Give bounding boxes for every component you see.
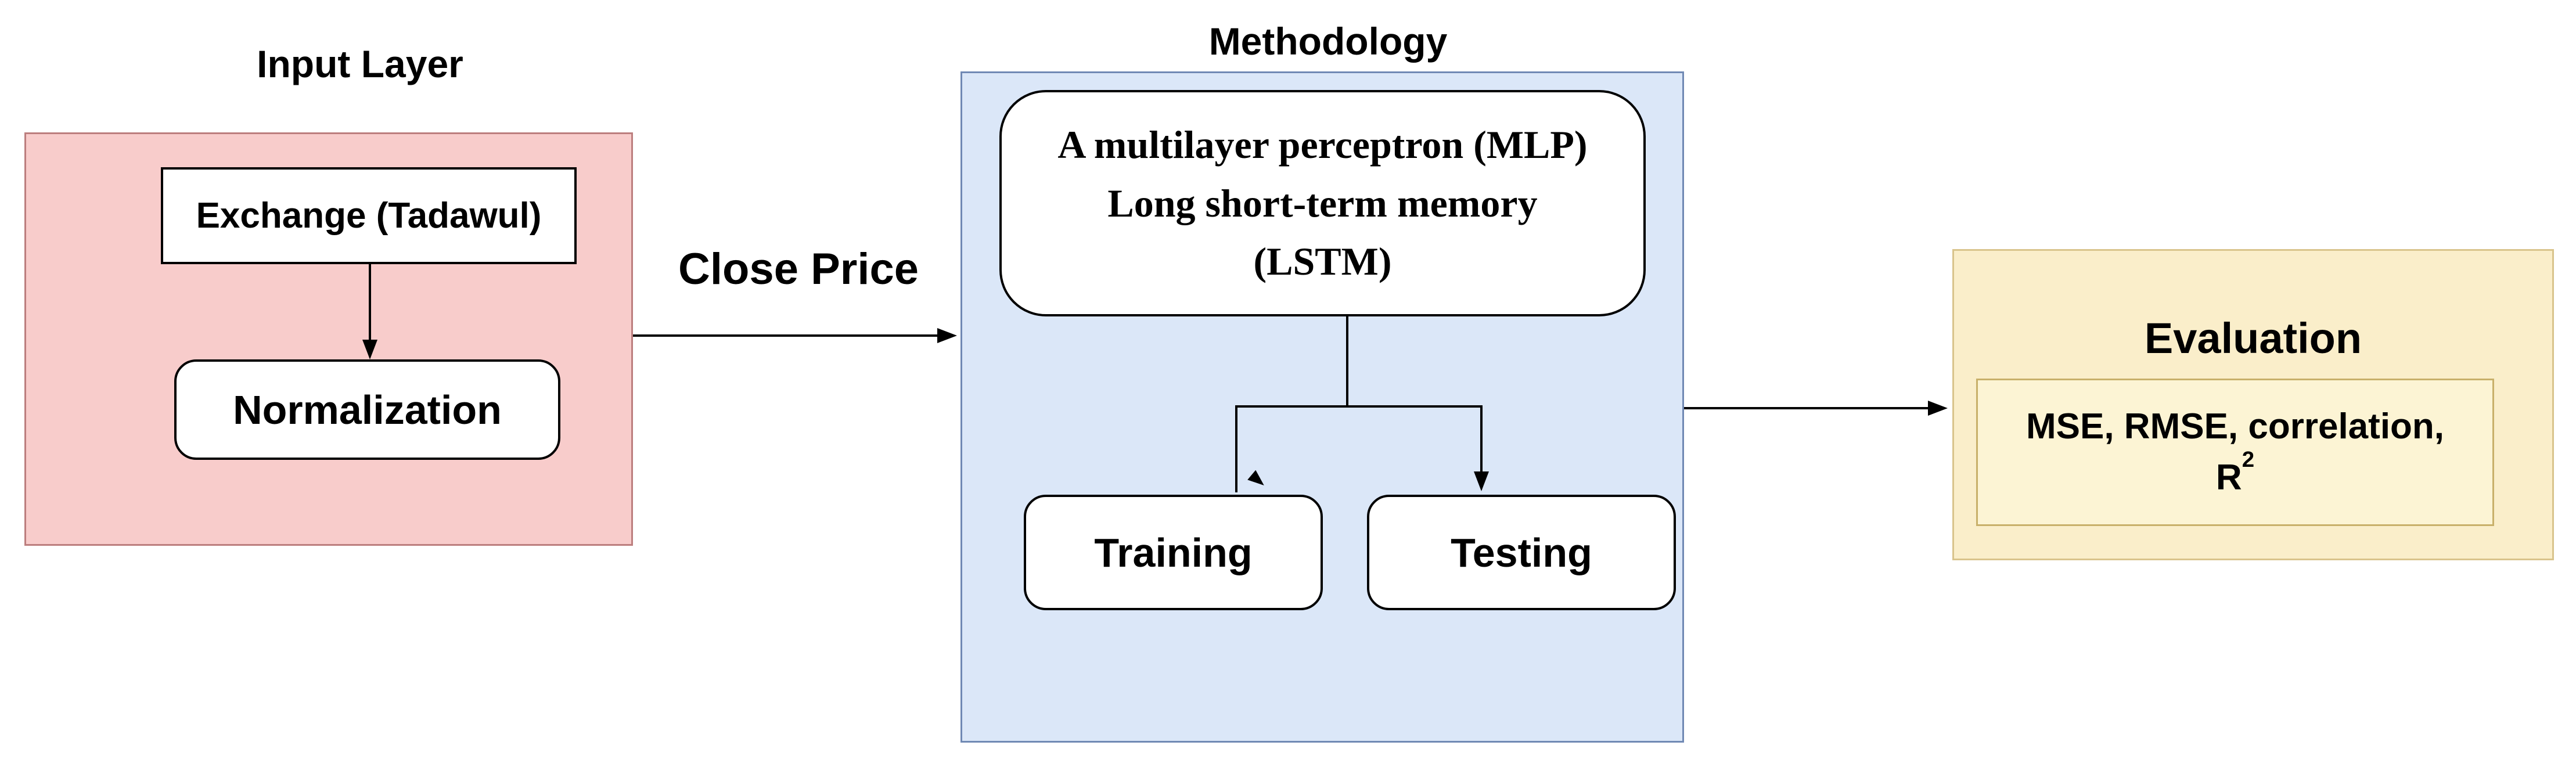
metrics-r-base: R — [2215, 458, 2242, 498]
arrowhead-down-icon — [362, 340, 377, 359]
metrics-line1: MSE, RMSE, correlation, — [2025, 406, 2445, 446]
testing-branch-line — [1480, 405, 1483, 473]
arrowhead-right-icon — [937, 328, 957, 343]
arrowhead-right-icon — [1928, 401, 1948, 416]
evaluation-title: Evaluation — [2144, 314, 2362, 362]
exchange-node: Exchange (Tadawul) — [161, 167, 577, 264]
testing-label: Testing — [1451, 530, 1592, 575]
exchange-label: Exchange (Tadawul) — [196, 196, 542, 236]
normalization-node: Normalization — [174, 359, 560, 460]
input-layer-title: Input Layer — [257, 42, 463, 85]
exchange-to-normalization-line — [369, 264, 371, 343]
methodology-title: Methodology — [1208, 20, 1448, 63]
metrics-node: MSE, RMSE, correlation, R2 — [1976, 379, 2494, 526]
model-line2: Long short-term memory — [1107, 181, 1538, 225]
methodology-to-evaluation-line — [1684, 407, 1930, 409]
metrics-line2: R2 — [2026, 447, 2444, 503]
model-node: A multilayer perceptron (MLP) Long short… — [999, 90, 1646, 316]
model-stem-line — [1346, 315, 1348, 408]
close-price-label: Close Price — [678, 244, 919, 294]
arrowhead-down-icon — [1474, 471, 1489, 491]
training-branch-line — [1235, 405, 1237, 492]
metrics-r-superscript: 2 — [2242, 447, 2255, 473]
split-connector-line — [1235, 405, 1483, 408]
testing-node: Testing — [1367, 495, 1676, 610]
close-price-line — [633, 334, 940, 337]
normalization-label: Normalization — [233, 387, 502, 433]
training-node: Training — [1024, 495, 1323, 610]
training-label: Training — [1094, 530, 1253, 575]
model-line3: (LSTM) — [1253, 239, 1392, 284]
model-line1: A multilayer perceptron (MLP) — [1057, 123, 1588, 167]
